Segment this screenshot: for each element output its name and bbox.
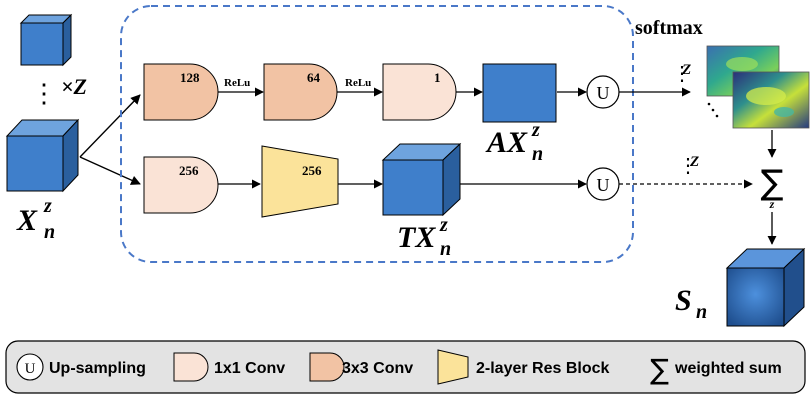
legend-resblock-label: 2-layer Res Block bbox=[476, 360, 610, 377]
bottom-upsample-symbol: U bbox=[597, 175, 610, 195]
legend-conv1x1-label: 1x1 Conv bbox=[214, 360, 285, 377]
bottom-res-channels: 256 bbox=[302, 163, 322, 178]
transformed-symbol-sup: z bbox=[439, 214, 448, 236]
top-act1-label: ReLu bbox=[224, 77, 250, 89]
input-small-cube bbox=[19, 13, 73, 67]
output-symbol: S bbox=[675, 284, 692, 317]
legend-upsample-label: Up-sampling bbox=[49, 360, 146, 377]
attention-symbol: AX bbox=[485, 126, 528, 159]
softmax-label: softmax bbox=[635, 17, 703, 39]
legend-sum-label: weighted sum bbox=[674, 360, 782, 377]
sum-symbol: ∑ bbox=[761, 163, 784, 203]
output-symbol-sub: n bbox=[696, 301, 707, 323]
bottom-repeat-dots: ⋮ bbox=[678, 155, 698, 177]
bottom-resblock-256 bbox=[261, 145, 339, 218]
top-repeat-dots: ⋮ bbox=[672, 63, 692, 85]
top-conv1x1-1 bbox=[382, 63, 457, 121]
attention-symbol-sup: z bbox=[531, 119, 540, 141]
top-upsample-symbol: U bbox=[597, 83, 610, 103]
bottom-conv1x1-256 bbox=[143, 156, 219, 214]
top-act2-label: ReLu bbox=[345, 77, 371, 89]
legend-conv1x1-icon bbox=[173, 352, 209, 382]
transformed-feature-cube bbox=[381, 142, 462, 217]
legend-conv3x3-label: 3x3 Conv bbox=[342, 360, 413, 377]
legend-box bbox=[5, 340, 806, 394]
input-cube bbox=[5, 118, 80, 193]
top-conv3-channels: 1 bbox=[434, 70, 441, 85]
top-conv2-channels: 64 bbox=[307, 70, 321, 85]
attention-heatmap-stack bbox=[706, 45, 810, 129]
input-symbol-sup: z bbox=[43, 195, 52, 217]
input-symbol-sub: n bbox=[44, 221, 55, 243]
arrow-to-top-branch bbox=[79, 94, 141, 158]
top-conv3x3-64 bbox=[263, 63, 338, 121]
attention-map-square bbox=[482, 63, 557, 123]
legend-upsample-symbol: U bbox=[25, 361, 36, 377]
bottom-conv-channels: 256 bbox=[179, 163, 199, 178]
input-symbol: X bbox=[16, 204, 38, 237]
bottom-repeat-z: Z bbox=[689, 154, 699, 170]
module-dashed-box bbox=[120, 5, 634, 263]
transformed-symbol-sub: n bbox=[440, 238, 451, 260]
transformed-symbol: TX bbox=[397, 221, 436, 254]
legend-sum-symbol: ∑ bbox=[650, 353, 669, 386]
top-conv1-channels: 128 bbox=[180, 70, 200, 85]
legend-resblock-icon bbox=[437, 349, 469, 385]
arrow-to-bottom-branch bbox=[79, 156, 141, 185]
attention-symbol-sub: n bbox=[532, 143, 543, 165]
legend-upsample-icon bbox=[16, 353, 44, 381]
legend-conv3x3-icon bbox=[309, 352, 345, 382]
heatmap-stack-dots bbox=[707, 102, 719, 118]
input-repeat-label: ×Z bbox=[61, 74, 87, 99]
output-cube bbox=[725, 247, 806, 328]
top-repeat-z: Z bbox=[681, 62, 691, 78]
sum-subscript: z bbox=[769, 197, 775, 211]
input-dots: ⋮ bbox=[31, 79, 57, 108]
top-conv3x3-128 bbox=[143, 63, 219, 121]
